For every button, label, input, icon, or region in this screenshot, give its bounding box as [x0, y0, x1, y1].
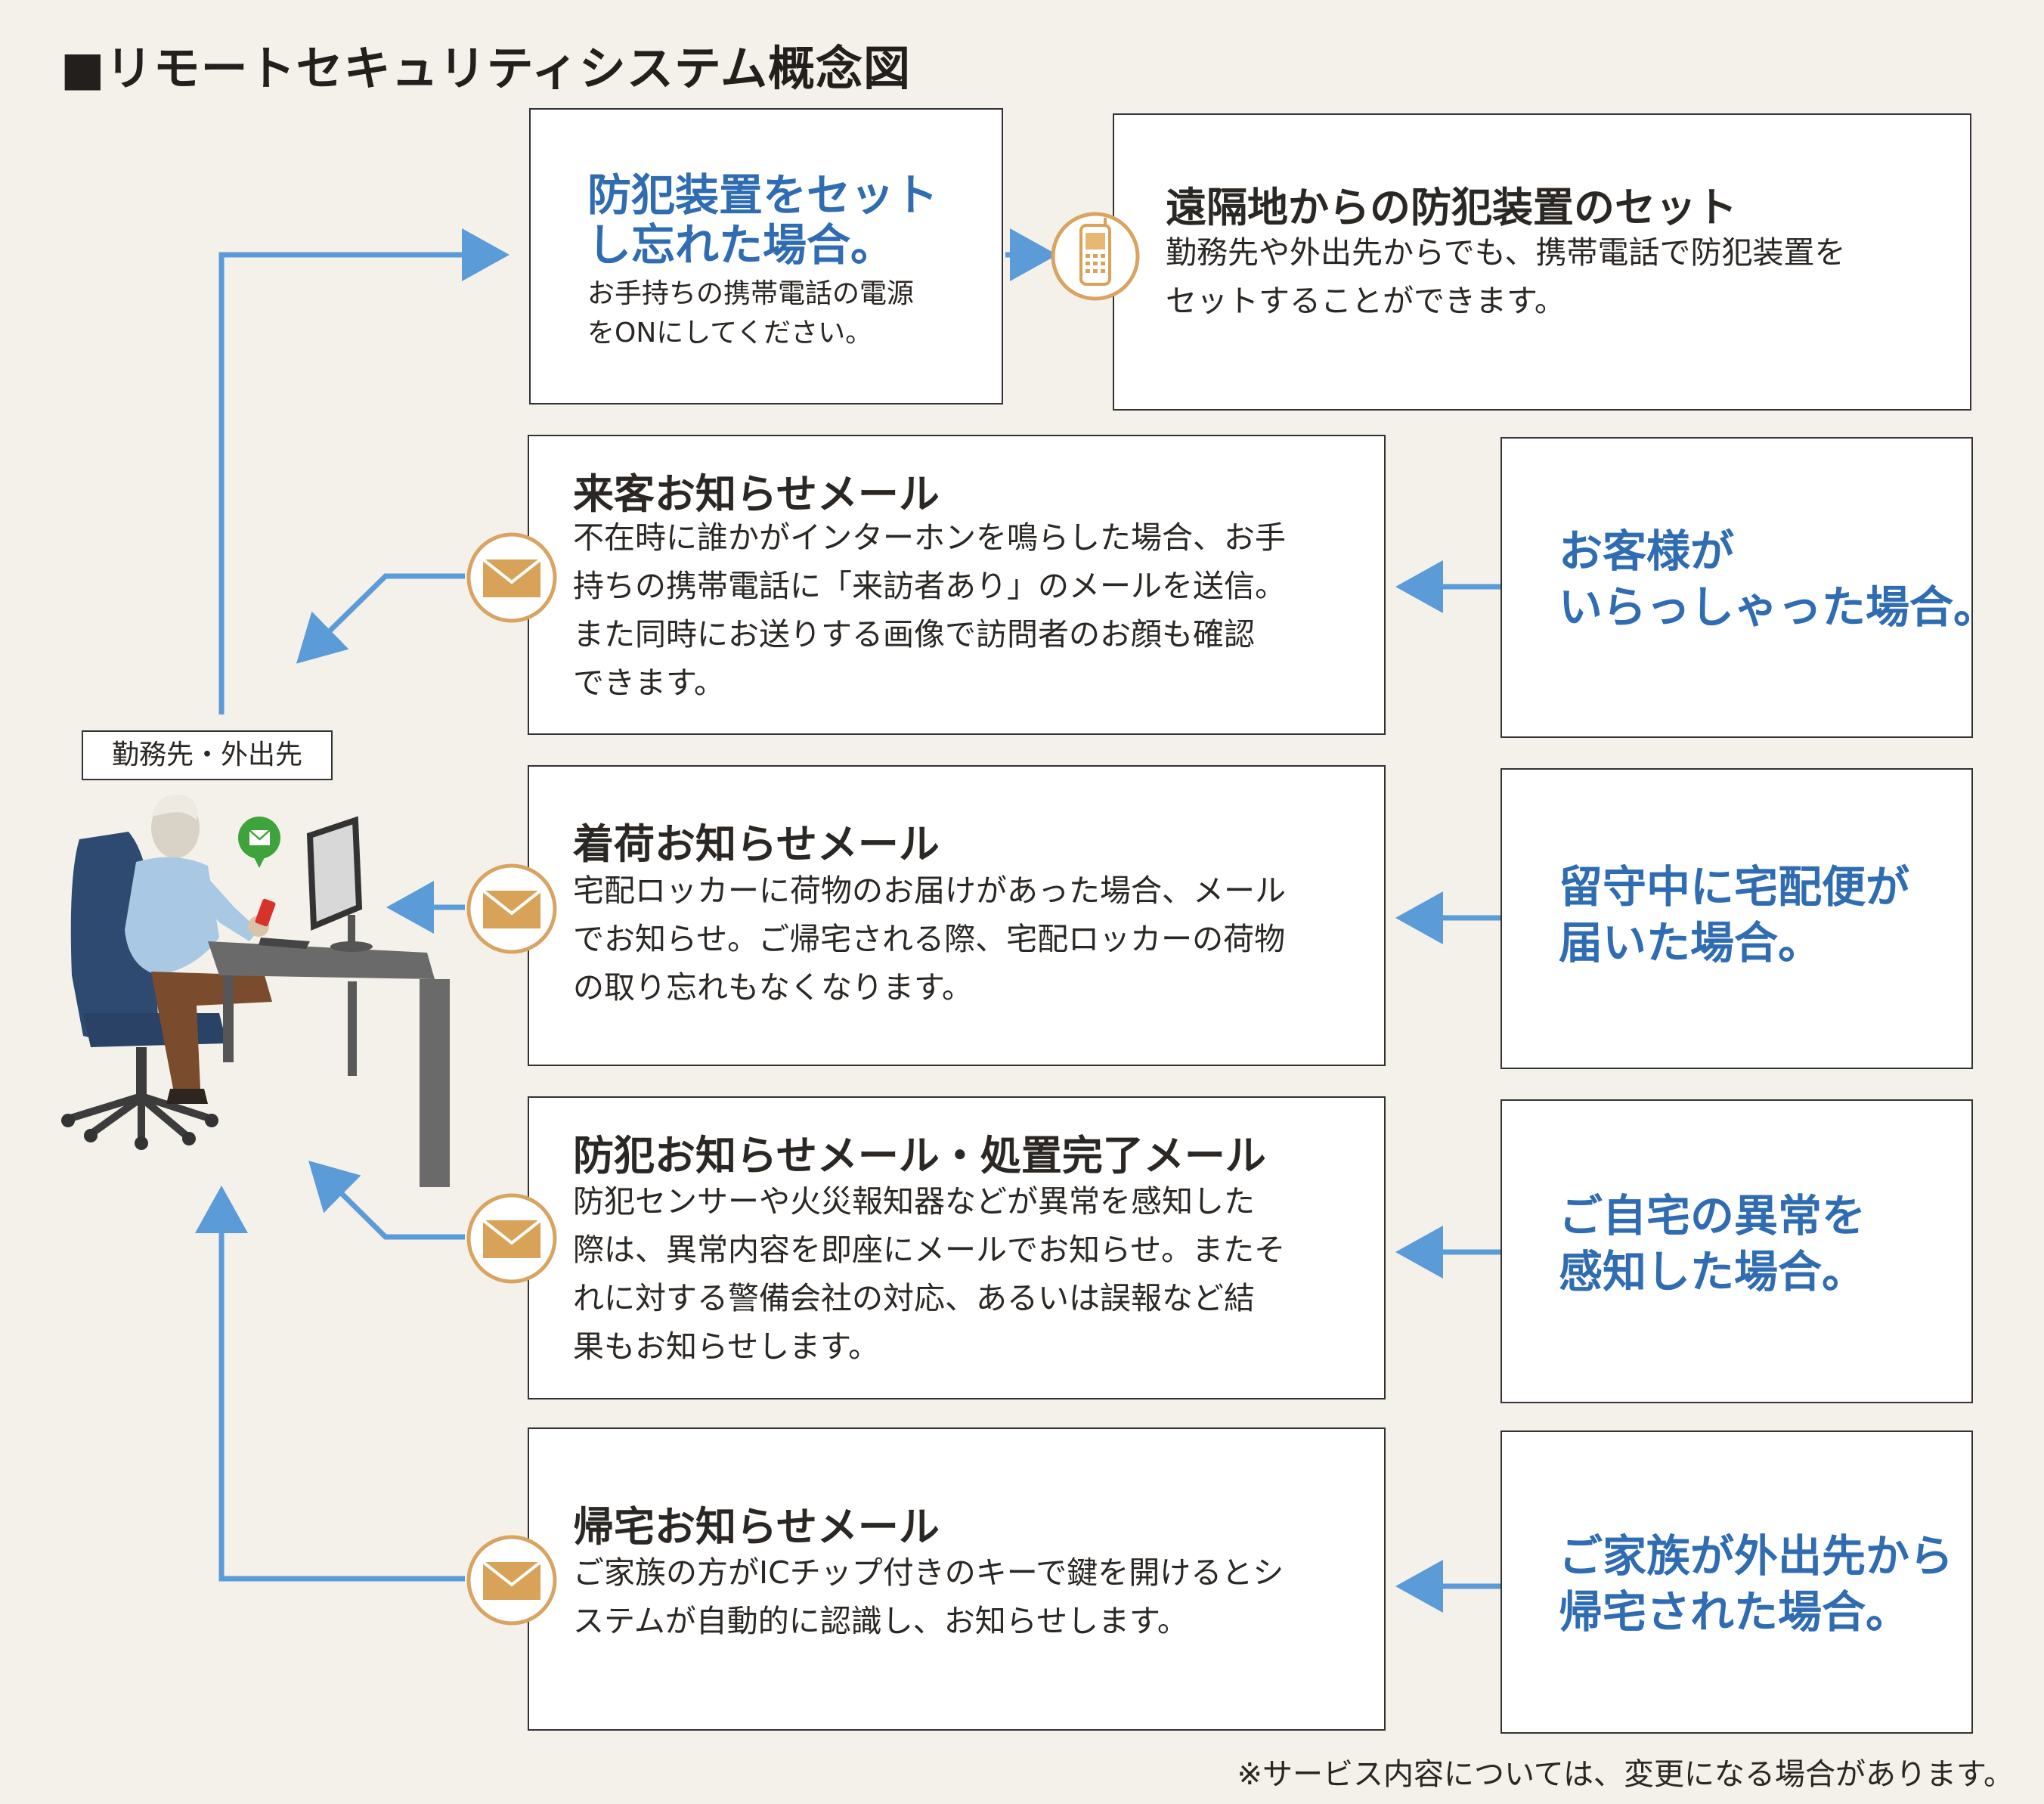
alarm-mail-box: 防犯お知らせメール・処置完了メール 防犯センサーや火災報知器などが異常を感知した… [528, 1096, 1386, 1399]
alarm-mail-line: 防犯センサーや火災報知器などが異常を感知した [573, 1183, 1255, 1220]
alarm-mail-title: 防犯お知らせメール・処置完了メール [573, 1132, 1266, 1179]
return-home-case-line2: 帰宅された場合。 [1559, 1586, 1910, 1638]
condition-title-line2: し忘れた場合。 [587, 219, 895, 271]
location-label: 勤務先・外出先 [82, 730, 333, 780]
return-home-case-line1: ご家族が外出先から [1559, 1530, 1954, 1582]
person-at-desk-illustration [61, 794, 450, 1187]
visitor-case-line2: いらっしゃった場合。 [1559, 581, 1998, 633]
envelope-icon [466, 1193, 557, 1284]
visitor-mail-line: できます。 [573, 665, 725, 701]
condition-title-line1: 防犯装置をセット [587, 169, 939, 221]
visitor-case-line1: お客様が [1559, 525, 1735, 577]
condition-text-line1: お手持ちの携帯電話の電源 [587, 278, 915, 309]
footnote: ※サービス内容については、変更になる場合があります。 [1237, 1757, 2014, 1792]
envelope-icon [466, 532, 557, 623]
delivery-mail-box: 着荷お知らせメール 宅配ロッカーに荷物のお届けがあった場合、メール でお知らせ。… [528, 765, 1386, 1066]
alarm-case-box: ご自宅の異常を 感知した場合。 [1500, 1099, 1973, 1403]
visitor-case-box: お客様が いらっしゃった場合。 [1500, 437, 1997, 738]
remote-set-title: 遠隔地からの防犯装置のセット [1166, 184, 1737, 231]
remote-set-text-line2: セットすることができます。 [1166, 283, 1566, 319]
visitor-mail-line: 持ちの携帯電話に「来訪者あり」のメールを送信。 [573, 568, 1286, 604]
return-home-mail-line: ご家族の方がICチップ付きのキーで鍵を開けるとシ [573, 1554, 1284, 1591]
remote-set-service-box: 遠隔地からの防犯装置のセット 勤務先や外出先からでも、携帯電話で防犯装置を セッ… [1113, 113, 1971, 411]
condition-text-line2: をONにしてください。 [587, 318, 873, 349]
visitor-mail-line: また同時にお送りする画像で訪問者のお顔も確認 [573, 616, 1255, 652]
alarm-mail-line: 際は、異常内容を即座にメールでお知らせ。またそ [573, 1232, 1286, 1268]
alarm-case-line1: ご自宅の異常を [1559, 1190, 1866, 1241]
visitor-mail-line: 不在時に誰かがインターホンを鳴らした場合、お手 [573, 519, 1286, 556]
visitor-mail-title: 来客お知らせメール [573, 470, 940, 518]
delivery-case-box: 留守中に宅配便が 届いた場合。 [1500, 768, 1973, 1069]
envelope-icon [466, 863, 557, 954]
forgot-set-condition-box: 防犯装置をセット し忘れた場合。 お手持ちの携帯電話の電源 をONにしてください… [529, 108, 1003, 405]
remote-set-text-line1: 勤務先や外出先からでも、携帯電話で防犯装置を [1166, 234, 1846, 271]
delivery-case-line2: 届いた場合。 [1559, 917, 1823, 969]
delivery-mail-line: でお知らせ。ご帰宅される際、宅配ロッカーの荷物 [573, 921, 1286, 957]
delivery-mail-title: 着荷お知らせメール [573, 820, 940, 868]
delivery-mail-line: 宅配ロッカーに荷物のお届けがあった場合、メール [573, 873, 1286, 909]
alarm-mail-line: 果もお知らせします。 [573, 1328, 880, 1365]
return-home-mail-title: 帰宅お知らせメール [573, 1503, 940, 1551]
return-home-mail-box: 帰宅お知らせメール ご家族の方がICチップ付きのキーで鍵を開けるとシ ステムが自… [528, 1427, 1386, 1731]
alarm-mail-line: れに対する警備会社の対応、あるいは誤報など結 [573, 1280, 1255, 1316]
return-home-mail-line: ステムが自動的に認識し、お知らせします。 [573, 1603, 1188, 1639]
page-title: ■リモートセキュリティシステム概念図 [60, 41, 911, 96]
delivery-case-line1: 留守中に宅配便が [1559, 861, 1910, 913]
visitor-mail-box: 来客お知らせメール 不在時に誰かがインターホンを鳴らした場合、お手 持ちの携帯電… [528, 435, 1386, 735]
delivery-mail-line: の取り忘れもなくなります。 [573, 969, 973, 1006]
mobile-phone-icon [1051, 212, 1140, 301]
envelope-icon [466, 1535, 557, 1626]
alarm-case-line2: 感知した場合。 [1559, 1246, 1866, 1297]
return-home-case-box: ご家族が外出先から 帰宅された場合。 [1500, 1430, 1973, 1734]
